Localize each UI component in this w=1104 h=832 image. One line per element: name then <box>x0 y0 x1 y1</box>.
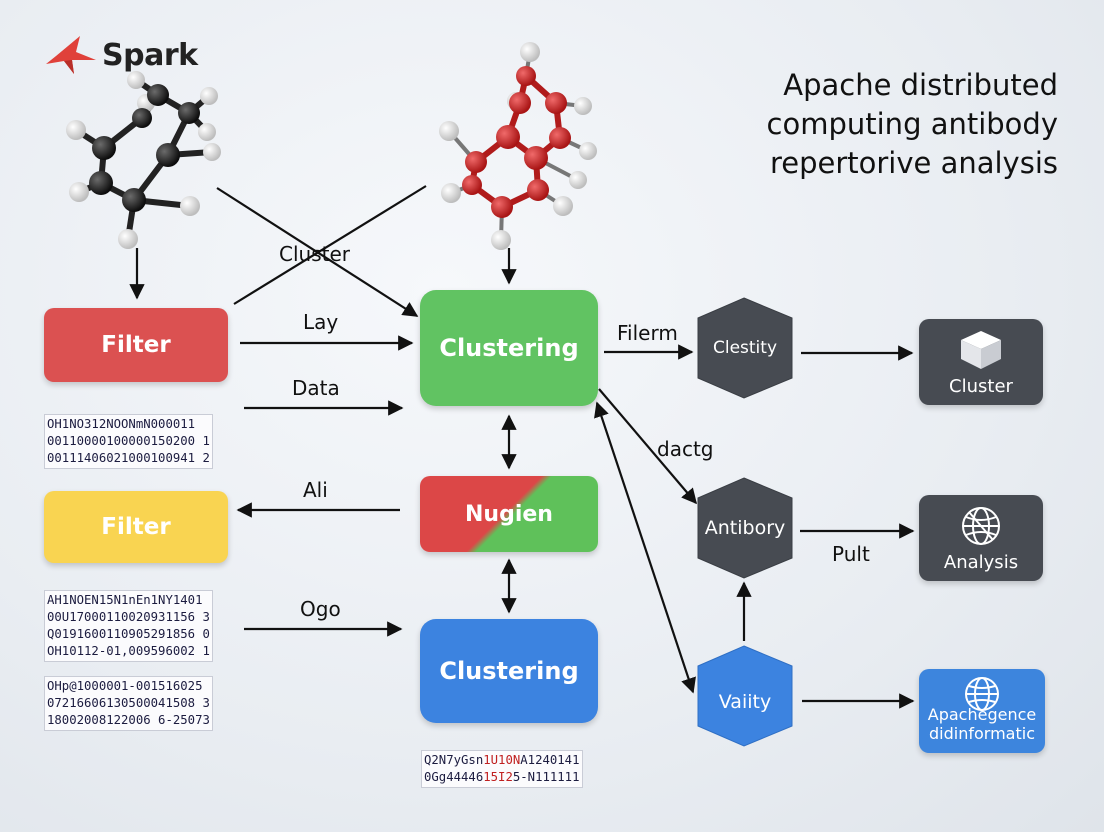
filter-red-label: Filter <box>101 332 171 358</box>
code-block-1: OH1NO312NOONmN000011 00110000100000150200… <box>44 414 213 469</box>
code-block-2: AH1NOEN15N1nEn1NY1401 00U1700011002093115… <box>44 590 213 662</box>
edge-label-pult: Pult <box>832 542 870 566</box>
nugien-node[interactable]: Nugien <box>420 476 598 552</box>
clustering-blue-node[interactable]: Clustering <box>420 619 598 723</box>
code-line: Q2N7yGsn1U10NA1240141 <box>424 752 580 769</box>
code-line: 00U17000110020931156 3 <box>47 610 210 624</box>
code-line: Q0191600110905291856 0 <box>47 627 210 641</box>
globe-network-icon <box>962 507 1000 545</box>
edge-label-ali: Ali <box>303 478 328 502</box>
code-fragment: A1240141 <box>520 753 580 767</box>
code-line: 18002008122006 6-25073 <box>47 713 210 727</box>
antibory-node[interactable] <box>697 477 793 579</box>
code-line: 0Gg4444615I25-N111111 <box>424 769 580 786</box>
spark-logo: Spark <box>44 34 198 76</box>
logo-text: Spark <box>102 37 198 73</box>
code-line: OHp@1000001-001516025 <box>47 679 203 693</box>
spark-star-icon <box>46 36 96 74</box>
edge-label-lay: Lay <box>303 310 339 334</box>
code-line: OH1NO312NOONmN000011 <box>47 417 196 431</box>
code-fragment: Q2N7yGsn <box>424 753 484 767</box>
edge-label-dactg: dactg <box>657 437 714 461</box>
cluster-box-label: Cluster <box>949 376 1013 397</box>
filter-red-node[interactable]: Filter <box>44 308 228 382</box>
clestity-label: Clestity <box>712 338 778 358</box>
code-line: 07216606130500041508 3 <box>47 696 210 710</box>
vaiity-node[interactable] <box>697 645 793 747</box>
analysis-box[interactable]: Analysis <box>919 495 1043 581</box>
edge-label-data: Data <box>292 376 340 400</box>
benzene-molecule-icon <box>66 71 221 249</box>
code-line: AH1NOEN15N1nEn1NY1401 <box>47 593 203 607</box>
analysis-box-label: Analysis <box>943 552 1019 573</box>
cluster-box[interactable]: Cluster <box>919 319 1043 405</box>
clustering-green-node[interactable]: Clustering <box>420 290 598 406</box>
filter-yellow-node[interactable]: Filter <box>44 491 228 563</box>
clustering-green-label: Clustering <box>439 334 579 362</box>
edge-label-cluster: Cluster <box>279 242 350 266</box>
code-block-3: OHp@1000001-001516025 0721660613050004150… <box>44 676 213 731</box>
apache-box-label-line1: Apachegence <box>927 705 1037 724</box>
antibory-label: Antibory <box>704 517 786 539</box>
nugien-label: Nugien <box>465 501 553 527</box>
red-ring-molecule-icon <box>439 42 597 250</box>
page-title: Apache distributed computing antibody re… <box>766 68 1058 180</box>
code-line: OH10112-01,009596002 1 <box>47 644 210 658</box>
edges <box>129 185 915 709</box>
code-fragment: 0Gg44446 <box>424 770 484 784</box>
vaiity-label: Vaiity <box>718 691 772 713</box>
clustering-blue-label: Clustering <box>439 657 579 685</box>
filter-yellow-label: Filter <box>101 514 171 540</box>
code-line: 00110000100000150200 1 <box>47 434 210 448</box>
code-highlight: 1U10N <box>483 753 521 767</box>
code-highlight: 15I2 <box>483 770 513 784</box>
edge-cross-2 <box>233 185 427 305</box>
code-line: 00111406021000100941 2 <box>47 451 210 465</box>
edge-label-ogo: Ogo <box>300 597 341 621</box>
apache-box-label-line2: didinformatic <box>929 724 1035 743</box>
globe-icon <box>965 677 999 711</box>
code-fragment: 5-N111111 <box>512 770 580 784</box>
apache-box[interactable]: Apachegence didinformatic <box>919 669 1045 753</box>
cube-icon <box>961 331 1001 369</box>
edge-vaiity-clustering <box>594 401 696 694</box>
clestity-node[interactable] <box>697 297 793 399</box>
edge-label-filerm: Filerm <box>617 321 678 345</box>
